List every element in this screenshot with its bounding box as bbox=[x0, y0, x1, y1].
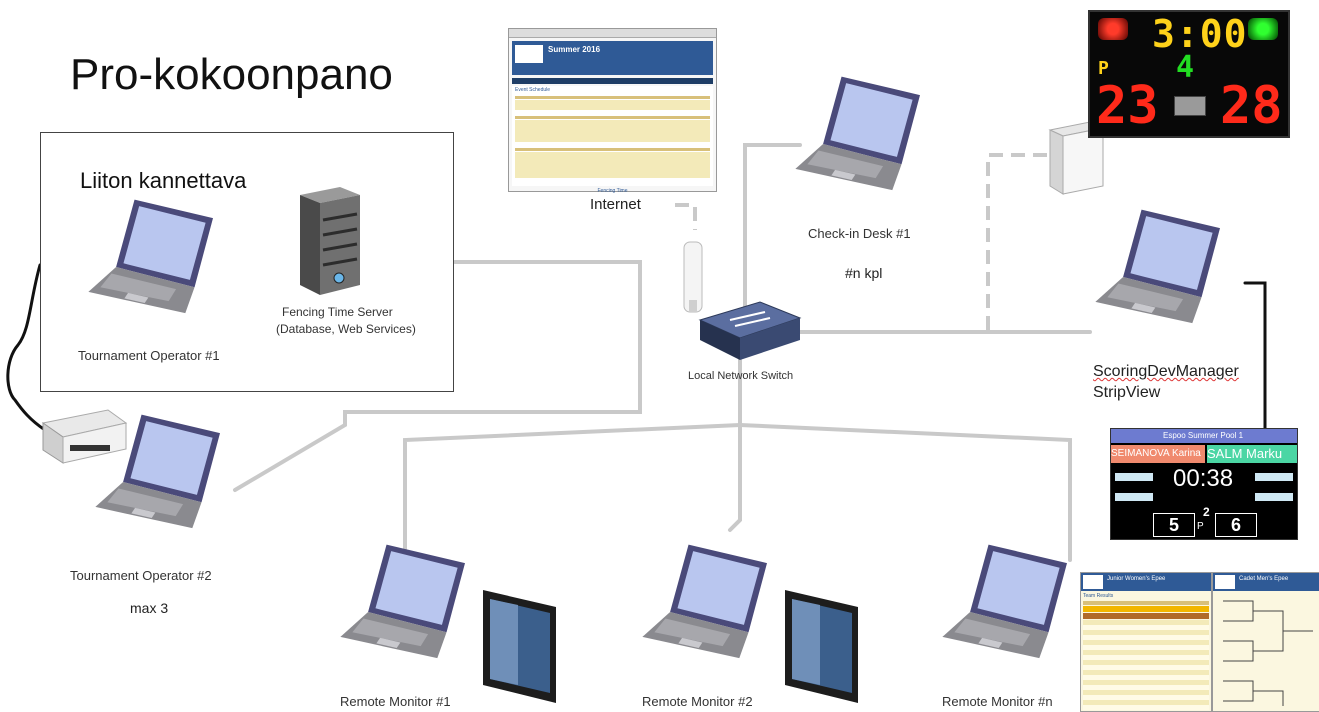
laptop-icon[interactable] bbox=[632, 540, 782, 660]
switch-label: Local Network Switch bbox=[688, 370, 794, 382]
server-label: Fencing Time Server bbox=[282, 305, 393, 319]
results-left-title: Junior Women's Epee bbox=[1107, 576, 1166, 582]
scoreboard-center-panel bbox=[1174, 96, 1206, 116]
scoreboard-right-score: 28 bbox=[1220, 76, 1283, 136]
rm1-label: Remote Monitor #1 bbox=[340, 694, 451, 709]
scoreboard-display: 3:00 P 4 23 28 bbox=[1088, 10, 1290, 138]
link-backbone-rm2 bbox=[728, 423, 742, 532]
stripview-period: 2 bbox=[1203, 505, 1210, 519]
web-page-thumbnail: Summer 2016 Event Schedule Fencing Time bbox=[508, 28, 717, 194]
checkin-note: #n kpl bbox=[845, 265, 883, 281]
cable-scoring-stripview bbox=[1243, 281, 1267, 432]
laptop-icon[interactable] bbox=[85, 410, 235, 530]
link-wifi-switch bbox=[986, 153, 1050, 330]
laptop-icon[interactable] bbox=[785, 72, 935, 192]
scoring-label: ScoringDevManager bbox=[1093, 363, 1239, 380]
scoreboard-time: 3:00 bbox=[1152, 12, 1248, 56]
rmn-label: Remote Monitor #n bbox=[942, 694, 1053, 709]
results-right-title: Cadet Men's Epee bbox=[1239, 576, 1289, 582]
stripview-right-score: 6 bbox=[1215, 513, 1257, 537]
link-internet-dongle bbox=[675, 203, 697, 230]
stripview-time: 00:38 bbox=[1173, 465, 1234, 492]
op2-note: max 3 bbox=[130, 600, 169, 616]
server-sublabel: (Database, Web Services) bbox=[276, 322, 416, 336]
box-title: Liiton kannettava bbox=[80, 168, 247, 193]
stripview-right-light bbox=[1255, 473, 1293, 481]
stripview-left-name: SEIMANOVA Karina bbox=[1111, 445, 1205, 463]
internet-label: Internet bbox=[590, 196, 641, 213]
laptop-icon[interactable] bbox=[932, 540, 1082, 660]
laptop-icon[interactable] bbox=[330, 540, 480, 660]
bracket-lines bbox=[1223, 600, 1313, 706]
green-lamp-icon bbox=[1248, 18, 1278, 40]
usb-modem-icon bbox=[683, 241, 703, 313]
scoreboard-left-score: 23 bbox=[1096, 76, 1159, 136]
network-switch-icon bbox=[698, 301, 802, 360]
results-table-thumbnail: Junior Women's Epee Team Results bbox=[1080, 572, 1212, 712]
red-lamp-icon bbox=[1098, 18, 1128, 40]
monitor-icon bbox=[483, 590, 556, 703]
bracket-thumbnail: Cadet Men's Epee bbox=[1212, 572, 1319, 712]
laptop-icon[interactable] bbox=[78, 195, 228, 315]
cable-printer-op1 bbox=[6, 263, 47, 432]
stripview-header: Espoo Summer Pool 1 bbox=[1111, 429, 1297, 443]
stripview-label: StripView bbox=[1093, 384, 1161, 401]
link-server-switch bbox=[233, 260, 642, 492]
rm2-label: Remote Monitor #2 bbox=[642, 694, 753, 709]
results-left-tab: Team Results bbox=[1083, 593, 1114, 599]
web-footer: Fencing Time bbox=[597, 188, 628, 194]
stripview-left-light-2 bbox=[1115, 493, 1153, 501]
link-switch-checkin bbox=[743, 143, 802, 334]
monitor-icon bbox=[785, 590, 858, 703]
scoreboard-period: 4 bbox=[1176, 50, 1195, 85]
page-title: Pro-kokoonpano bbox=[70, 50, 393, 99]
scoreboard-p: P bbox=[1098, 58, 1109, 79]
stripview-right-name: SALM Marku bbox=[1207, 445, 1297, 463]
stripview-right-light-2 bbox=[1255, 493, 1293, 501]
stripview-left-score: 5 bbox=[1153, 513, 1195, 537]
checkin-label: Check-in Desk #1 bbox=[808, 226, 911, 241]
server-icon bbox=[300, 187, 360, 295]
stripview-left-light bbox=[1115, 473, 1153, 481]
web-heading: Summer 2016 bbox=[548, 45, 601, 54]
op1-label: Tournament Operator #1 bbox=[78, 348, 220, 363]
link-backbone-rm1 bbox=[403, 423, 742, 587]
link-backbone-rmn bbox=[738, 423, 1072, 562]
stripview-header-text: Espoo Summer Pool 1 bbox=[1163, 431, 1244, 440]
stripview-p: P bbox=[1197, 521, 1204, 532]
laptop-icon[interactable] bbox=[1085, 205, 1235, 325]
federation-laptop-box bbox=[40, 132, 454, 392]
web-tab: Event Schedule bbox=[515, 87, 551, 93]
printer-icon bbox=[41, 409, 128, 464]
op2-label: Tournament Operator #2 bbox=[70, 568, 212, 583]
stripview-display: Espoo Summer Pool 1 SEIMANOVA Karina SAL… bbox=[1110, 428, 1298, 540]
